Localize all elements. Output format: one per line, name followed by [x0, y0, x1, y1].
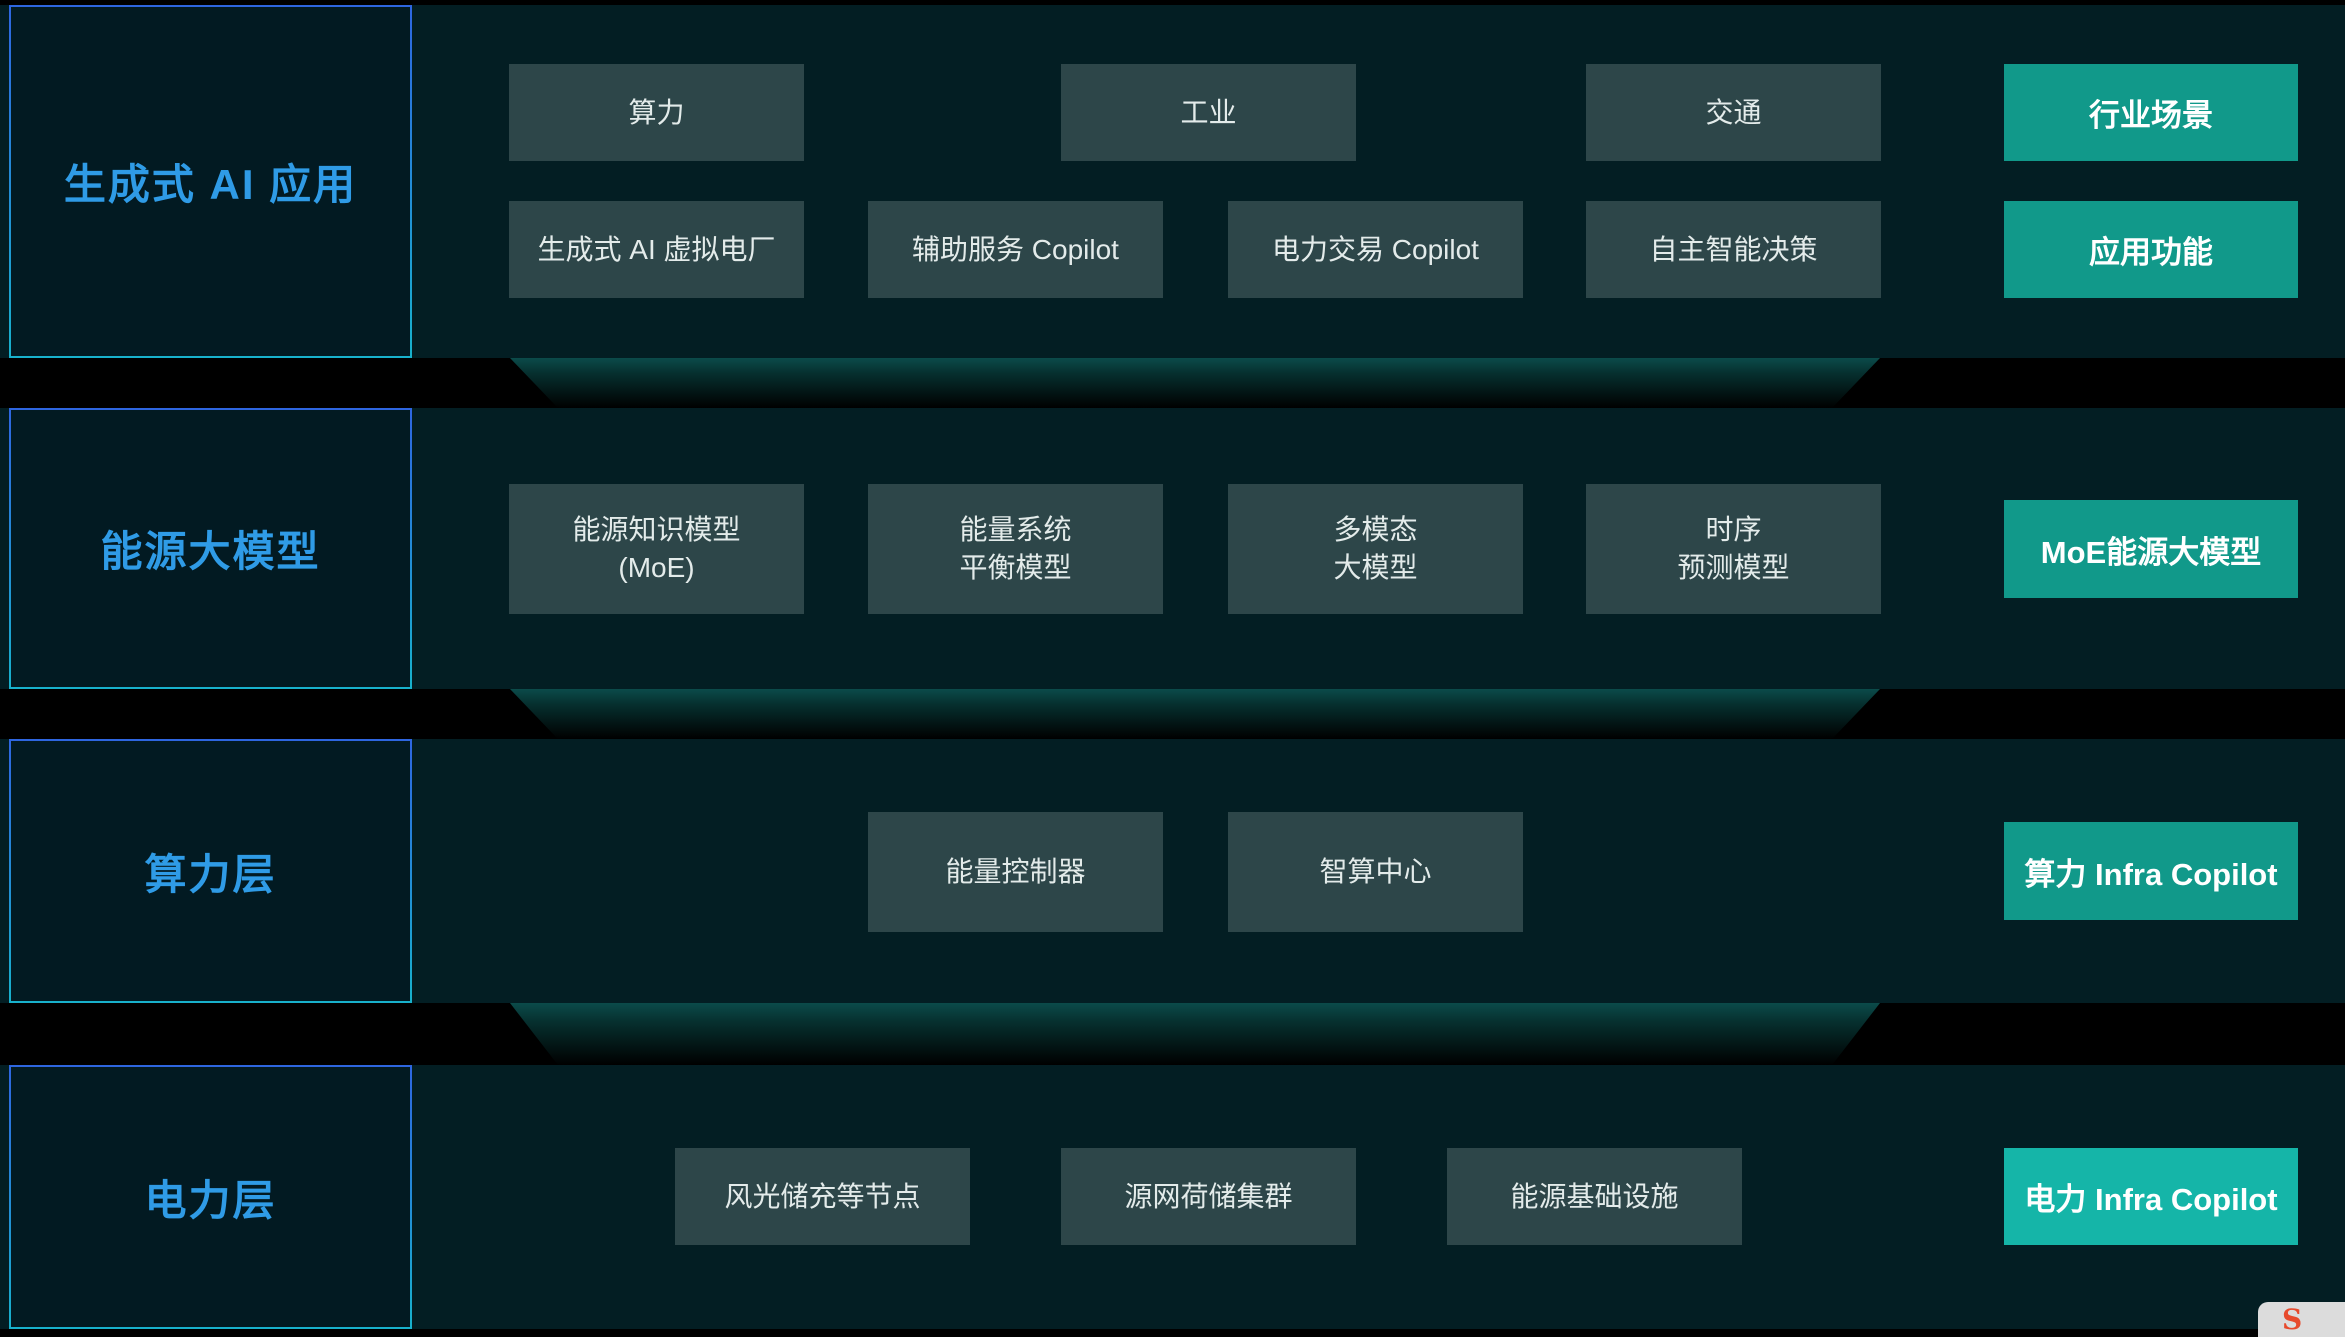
- sogou-logo-icon: S: [2258, 1302, 2345, 1337]
- item-energy-balance-model: 能量系统 平衡模型: [868, 484, 1163, 614]
- layer-label-ai-application: 生成式 AI 应用: [63, 161, 358, 208]
- layer-connector-1: [510, 358, 1880, 408]
- item-source-grid-cluster: 源网荷储集群: [1061, 1148, 1356, 1245]
- layer-label-compute: 算力层: [144, 850, 277, 898]
- tag-application-function: 应用功能: [2004, 201, 2298, 298]
- item-energy-infrastructure: 能源基础设施: [1447, 1148, 1742, 1245]
- tag-industry-scenario: 行业场景: [2004, 64, 2298, 161]
- layer-label-box-energy-model: 能源大模型: [9, 408, 412, 689]
- item-autonomous-decision: 自主智能决策: [1586, 201, 1881, 298]
- item-virtual-power-plant: 生成式 AI 虚拟电厂: [509, 201, 804, 298]
- layer-connector-2: [510, 689, 1880, 739]
- item-traffic-scene: 交通: [1586, 64, 1881, 161]
- item-energy-knowledge-model: 能源知识模型 (MoE): [509, 484, 804, 614]
- layer-label-box-power: 电力层: [9, 1065, 412, 1329]
- layer-label-box-compute: 算力层: [9, 739, 412, 1003]
- item-industry-scene: 工业: [1061, 64, 1356, 161]
- item-energy-controller: 能量控制器: [868, 812, 1163, 932]
- tag-compute-infra-copilot: 算力 Infra Copilot: [2004, 822, 2298, 920]
- layer-label-power: 电力层: [144, 1176, 277, 1224]
- layer-label-energy-model: 能源大模型: [100, 528, 321, 575]
- tag-power-infra-copilot: 电力 Infra Copilot: [2004, 1148, 2298, 1245]
- layer-connector-3: [510, 1003, 1880, 1065]
- item-timeseries-model: 时序 预测模型: [1586, 484, 1881, 614]
- item-multimodal-model: 多模态 大模型: [1228, 484, 1523, 614]
- item-ancillary-copilot: 辅助服务 Copilot: [868, 201, 1163, 298]
- tag-moe-energy-model: MoE能源大模型: [2004, 500, 2298, 598]
- item-renewable-nodes: 风光储充等节点: [675, 1148, 970, 1245]
- item-trading-copilot: 电力交易 Copilot: [1228, 201, 1523, 298]
- layer-label-box-ai-application: 生成式 AI 应用: [9, 5, 412, 358]
- item-compute-scene: 算力: [509, 64, 804, 161]
- item-computing-center: 智算中心: [1228, 812, 1523, 932]
